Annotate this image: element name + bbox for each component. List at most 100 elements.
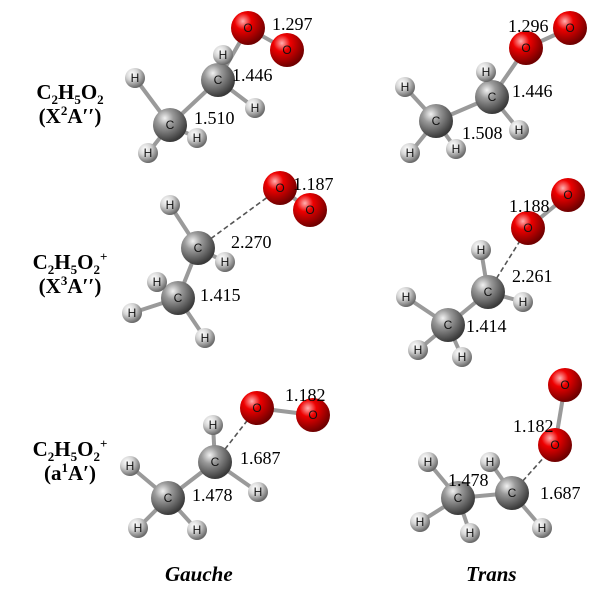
hydrogen-atom-sphere <box>138 143 158 163</box>
row-label-cation-singlet: C2H5O2+(a1A′) <box>10 437 130 485</box>
atom-symbol: H <box>251 101 260 115</box>
atom-symbol: C <box>166 118 175 132</box>
carbon-atom-sphere <box>153 108 187 142</box>
atom-symbol: H <box>538 521 547 535</box>
atom-symbol: H <box>134 521 143 535</box>
hydrogen-atom: H <box>187 128 207 148</box>
atom-symbol: O <box>565 21 574 35</box>
atom-symbol: O <box>252 401 261 415</box>
bond-length-label: 1.187 <box>293 174 334 194</box>
atom-symbol: C <box>484 285 493 299</box>
oxygen-atom: O <box>551 178 585 212</box>
oxygen-atom: O <box>553 11 587 45</box>
atom-symbol: H <box>193 523 202 537</box>
atom-symbol: O <box>305 203 314 217</box>
hydrogen-atom: H <box>396 287 416 307</box>
hydrogen-atom: H <box>471 240 491 260</box>
hydrogen-atom-sphere <box>245 98 265 118</box>
oxygen-atom: O <box>296 398 330 432</box>
hydrogen-atom: H <box>408 340 428 360</box>
hydrogen-atom: H <box>532 518 552 538</box>
hydrogen-atom: H <box>138 143 158 163</box>
oxygen-atom: O <box>240 391 274 425</box>
hydrogen-atom-sphere <box>509 120 529 140</box>
atom-symbol: H <box>458 350 467 364</box>
hydrogen-atom-sphere <box>128 518 148 538</box>
atom-symbol: H <box>131 71 140 85</box>
hydrogen-atom-sphere <box>125 68 145 88</box>
bond-length-label: 1.478 <box>192 485 233 505</box>
atom-symbol: H <box>466 526 475 540</box>
hydrogen-atom-sphere <box>147 272 167 292</box>
oxygen-atom-sphere <box>263 171 297 205</box>
hydrogen-atom: H <box>400 143 420 163</box>
oxygen-atom-sphere <box>293 193 327 227</box>
atom-symbol: C <box>174 291 183 305</box>
oxygen-atom-sphere <box>511 211 545 245</box>
hydrogen-atom: H <box>187 520 207 540</box>
formula: C2H5O2 <box>36 80 104 108</box>
hydrogen-atom-sphere <box>471 240 491 260</box>
bond-length-label: 2.270 <box>231 232 272 252</box>
hydrogen-atom: H <box>245 98 265 118</box>
hydrogen-atom-sphere <box>120 456 140 476</box>
hydrogen-atom-sphere <box>446 139 466 159</box>
hydrogen-atom-sphere <box>396 287 416 307</box>
hydrogen-atom: H <box>213 45 233 65</box>
atom-symbol: H <box>452 142 461 156</box>
bond-length-label: 1.415 <box>200 285 241 305</box>
hydrogen-atom-sphere <box>513 292 533 312</box>
bond-length-label: 1.296 <box>508 16 549 36</box>
carbon-atom: C <box>475 80 509 114</box>
hydrogen-atom: H <box>120 456 140 476</box>
hydrogen-atom: H <box>122 303 142 323</box>
hydrogen-atom: H <box>395 77 415 97</box>
hydrogen-atom: H <box>418 452 438 472</box>
formula: C2H5O2+ <box>32 249 108 278</box>
hydrogen-atom: H <box>128 518 148 538</box>
atom-symbol: H <box>477 243 486 257</box>
oxygen-atom: O <box>263 171 297 205</box>
hydrogen-atom: H <box>160 195 180 215</box>
carbon-atom: C <box>153 108 187 142</box>
carbon-atom-sphere <box>475 80 509 114</box>
column-label-gauche: Gauche <box>165 562 233 586</box>
atom-symbol: O <box>550 438 559 452</box>
oxygen-atom: O <box>293 193 327 227</box>
carbon-atom-sphere <box>198 445 232 479</box>
electronic-state: (X3A′′) <box>38 273 102 298</box>
hydrogen-atom-sphere <box>452 347 472 367</box>
oxygen-atom: O <box>509 31 543 65</box>
atom-symbol: C <box>194 241 203 255</box>
hydrogen-atom-sphere <box>187 128 207 148</box>
electronic-state: (X2A′′) <box>38 103 102 128</box>
row-label-neutral: C2H5O2(X2A′′) <box>10 80 130 128</box>
atom-symbol: O <box>563 188 572 202</box>
oxygen-atom: O <box>511 211 545 245</box>
atom-symbol: C <box>432 114 441 128</box>
oxygen-atom: O <box>231 11 265 45</box>
carbon-atom-sphere <box>441 481 475 515</box>
atom-symbol: C <box>211 455 220 469</box>
bond-length-label: 1.446 <box>232 65 273 85</box>
oxygen-atom-sphere <box>296 398 330 432</box>
hydrogen-atom-sphere <box>532 518 552 538</box>
hydrogen-atom: H <box>446 139 466 159</box>
atom-symbol: O <box>308 408 317 422</box>
oxygen-atom-sphere <box>240 391 274 425</box>
carbon-atom: C <box>431 308 465 342</box>
bond-length-label: 1.297 <box>272 14 313 34</box>
atom-symbol: C <box>508 486 517 500</box>
atom-symbol: C <box>454 491 463 505</box>
oxygen-atom: O <box>548 368 582 402</box>
atom-symbol: H <box>414 343 423 357</box>
oxygen-atom-sphere <box>270 33 304 67</box>
